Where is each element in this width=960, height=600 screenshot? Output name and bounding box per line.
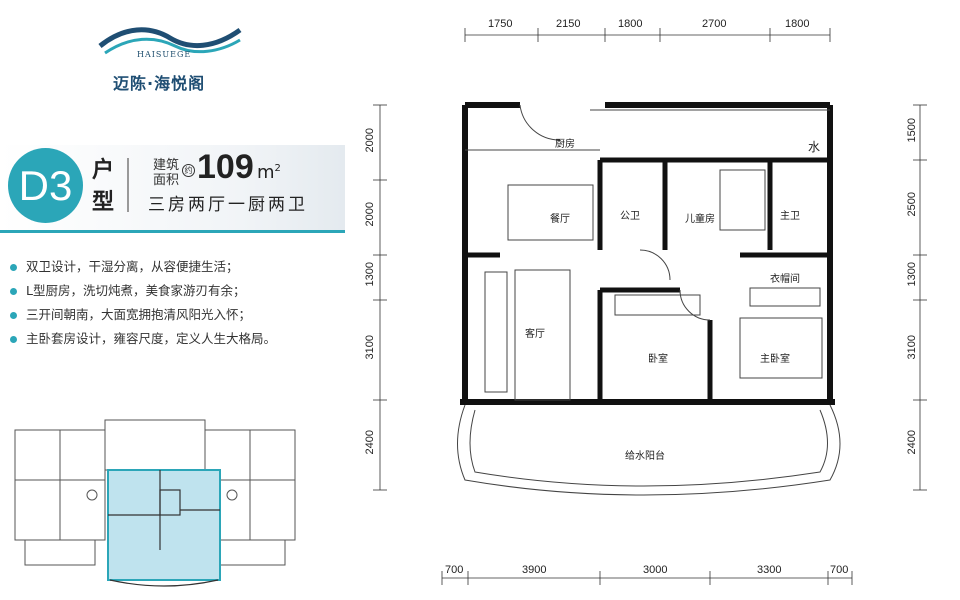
room-public-bath: 公卫 <box>620 211 640 222</box>
floor-plan-drawing <box>373 28 927 585</box>
unit-type-char-2: 型 <box>92 190 115 215</box>
feature-item: 双卫设计，干湿分离，从容便捷生活； <box>10 255 276 279</box>
header-divider <box>127 158 129 212</box>
dim-right-1: 1500 <box>906 118 918 143</box>
room-living: 客厅 <box>525 329 545 340</box>
area-label: 建筑面积 <box>153 158 180 188</box>
brand-logo: HAISUEGE 迈陈·海悦阁 <box>95 18 245 98</box>
area-unit: m2 <box>257 162 281 183</box>
dim-left-5: 2400 <box>364 430 376 455</box>
dim-left-3: 1300 <box>364 262 376 287</box>
feature-item: 三开间朝南，大面宽拥抱清风阳光入怀； <box>10 303 276 327</box>
bullet-icon <box>10 264 17 271</box>
dim-top-2: 2150 <box>556 18 581 30</box>
dim-right-4: 3100 <box>906 335 918 360</box>
dim-top-3: 1800 <box>618 18 643 30</box>
room-closet: 衣帽间 <box>770 274 800 285</box>
dim-top-1: 1750 <box>488 18 513 30</box>
bullet-icon <box>10 288 17 295</box>
floor-plan: 1750 2150 1800 2700 1800 700 3900 3000 3… <box>360 0 960 600</box>
area-value: 109 <box>197 148 254 186</box>
room-kitchen: 厨房 <box>555 139 575 150</box>
room-bedroom: 卧室 <box>648 354 668 365</box>
unit-code-badge: D3 <box>8 148 83 223</box>
highlighted-unit <box>107 469 221 581</box>
dim-bottom-2: 3900 <box>522 564 547 576</box>
brand-name-en: HAISUEGE <box>137 50 192 59</box>
bullet-icon <box>10 312 17 319</box>
brand-name-cn: 迈陈·海悦阁 <box>113 74 206 93</box>
room-water: 水 <box>808 140 821 154</box>
dim-bottom-1: 700 <box>445 564 464 576</box>
feature-list: 双卫设计，干湿分离，从容便捷生活； L型厨房，洗切炖煮，美食家游刃有余； 三开间… <box>10 255 276 351</box>
dim-right-5: 2400 <box>906 430 918 455</box>
info-panel: HAISUEGE 迈陈·海悦阁 D3 户 型 建筑面积 约 109 m2 三房两… <box>0 0 360 600</box>
wave-logo-icon <box>98 27 242 55</box>
dim-bottom-4: 3300 <box>757 564 782 576</box>
dim-bottom-3: 3000 <box>643 564 668 576</box>
dim-bottom-5: 700 <box>830 564 849 576</box>
room-master-bedroom: 主卧室 <box>760 354 790 365</box>
dim-left-2: 2000 <box>364 202 376 227</box>
feature-item: L型厨房，洗切炖煮，美食家游刃有余； <box>10 279 276 303</box>
room-balcony: 给水阳台 <box>625 451 665 462</box>
dim-left-1: 2000 <box>364 128 376 153</box>
area-approx-icon: 约 <box>182 164 195 177</box>
room-master-bath: 主卫 <box>780 211 800 222</box>
dim-top-5: 1800 <box>785 18 810 30</box>
dim-right-2: 2500 <box>906 192 918 217</box>
bullet-icon <box>10 336 17 343</box>
dim-top-4: 2700 <box>702 18 727 30</box>
room-dining: 餐厅 <box>550 214 570 225</box>
building-keyplan-map <box>14 419 296 587</box>
room-kids: 儿童房 <box>685 214 715 225</box>
layout-description: 三房两厅一厨两卫 <box>148 195 308 215</box>
unit-type-char-1: 户 <box>92 158 115 183</box>
dim-left-4: 3100 <box>364 335 376 360</box>
dim-right-3: 1300 <box>906 262 918 287</box>
feature-item: 主卧套房设计，雍容尺度，定义人生大格局。 <box>10 327 276 351</box>
